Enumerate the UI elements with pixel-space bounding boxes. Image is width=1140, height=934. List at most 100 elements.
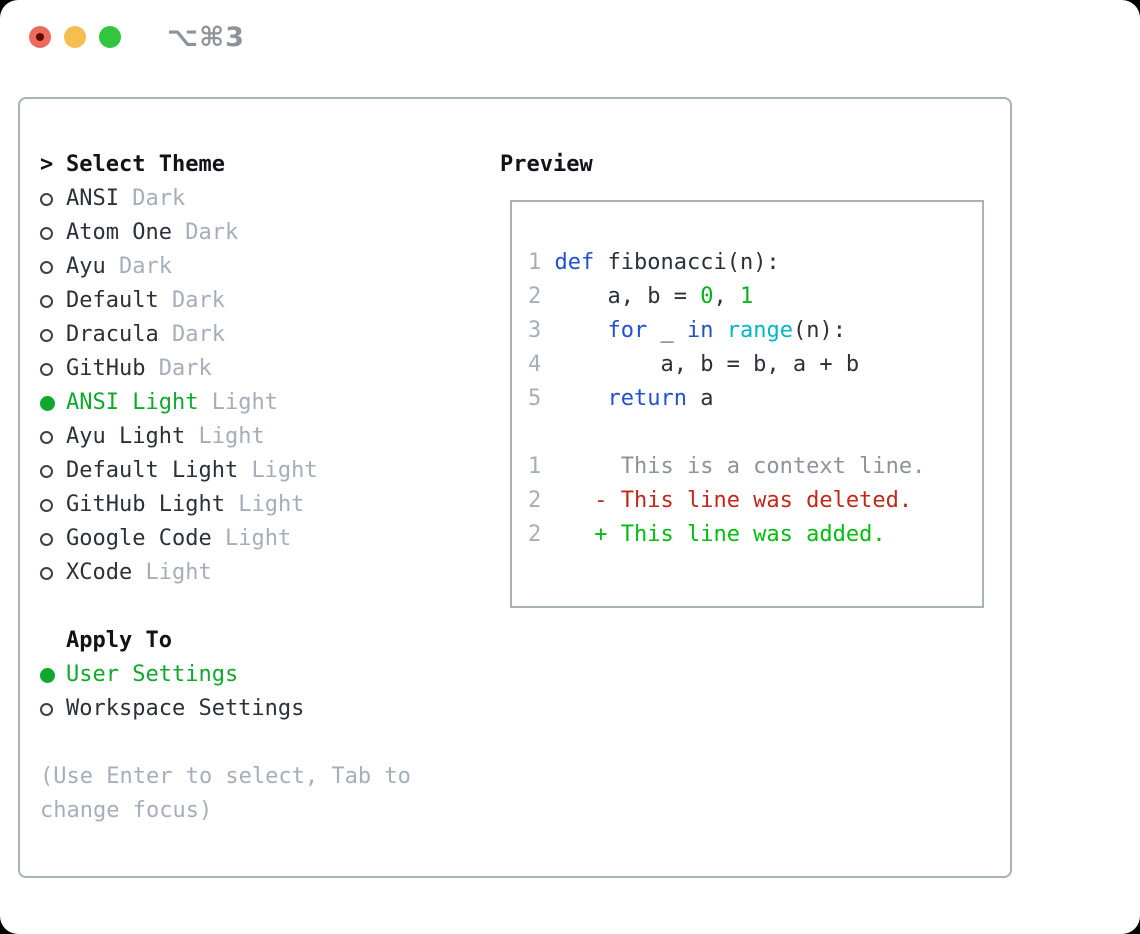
radio-marker [40, 498, 66, 512]
window-titlebar: ⌥⌘3 [0, 0, 1140, 97]
code-token: return [607, 386, 687, 411]
theme-option-atom-one[interactable]: Atom One Dark [40, 216, 411, 250]
variant-tag: Dark [171, 288, 225, 313]
variant-tag: Light [251, 458, 318, 483]
diff-marker: + [594, 522, 621, 547]
diff-sample: 1 This is a context line.2 - This line w… [528, 450, 982, 552]
variant-tag: Dark [185, 220, 239, 245]
zoom-button[interactable] [99, 26, 121, 48]
label-tag-gap [212, 522, 225, 556]
theme-option-label: Ayu [66, 254, 106, 279]
theme-option-ayu[interactable]: Ayu Dark [40, 250, 411, 284]
radio-unselected-icon [40, 532, 53, 546]
theme-option-label: GitHub [66, 356, 146, 381]
radio-marker [40, 294, 66, 308]
code-token: _ [647, 318, 687, 343]
label-tag-gap [145, 352, 158, 386]
preview-title: Preview [500, 152, 593, 177]
theme-option-label: Atom One [66, 220, 172, 245]
theme-option-label: ANSI [66, 186, 119, 211]
theme-option-dracula[interactable]: Dracula Dark [40, 318, 411, 352]
radio-unselected-icon [40, 498, 53, 512]
list-gap [40, 590, 411, 624]
theme-option-label: GitHub Light [66, 492, 225, 517]
line-number: 2 [528, 488, 595, 513]
radio-marker [40, 395, 66, 411]
apply-option-label: User Settings [66, 662, 239, 687]
radio-selected-icon [40, 395, 55, 411]
theme-option-ayu-light[interactable]: Ayu Light Light [40, 420, 411, 454]
code-token: range [726, 318, 793, 343]
theme-option-label: Ayu Light [66, 424, 186, 449]
label-tag-gap [198, 386, 211, 420]
radio-marker [40, 260, 66, 274]
minimize-button[interactable] [64, 26, 86, 48]
code-token: a, b = b, a + b [554, 352, 860, 377]
radio-unselected-icon [40, 464, 53, 478]
label-tag-gap [159, 318, 172, 352]
prompt-caret-icon: > [40, 152, 54, 177]
radio-unselected-icon [40, 362, 53, 376]
radio-marker [40, 667, 66, 683]
line-number: 1 [528, 454, 595, 479]
line-number: 3 [528, 318, 555, 343]
select-theme-header: > Select Theme [40, 148, 411, 182]
code-token [555, 318, 608, 343]
variant-tag: Light [198, 424, 265, 449]
code-token: a [686, 386, 714, 411]
theme-option-google-code[interactable]: Google Code Light [40, 522, 411, 556]
radio-unselected-icon [40, 294, 53, 308]
line-number: 2 [528, 284, 555, 309]
window-shortcut-label: ⌥⌘3 [167, 22, 245, 53]
radio-marker [40, 702, 66, 716]
code-line: 3 for _ in range(n): [528, 314, 982, 348]
code-token: for [607, 318, 648, 343]
list-gap [40, 726, 411, 760]
apply-option-workspace-settings[interactable]: Workspace Settings [40, 692, 411, 726]
label-tag-gap [106, 250, 119, 284]
theme-option-ansi[interactable]: ANSI Dark [40, 182, 411, 216]
radio-marker [40, 226, 66, 240]
theme-option-default[interactable]: Default Dark [40, 284, 411, 318]
radio-marker [40, 566, 66, 580]
close-button[interactable] [29, 26, 51, 48]
radio-unselected-icon [40, 430, 53, 444]
radio-selected-icon [40, 667, 55, 683]
label-tag-gap [238, 454, 251, 488]
variant-tag: Light [211, 390, 278, 415]
label-tag-gap [225, 488, 238, 522]
theme-option-label: Dracula [66, 322, 159, 347]
line-number: 2 [528, 522, 595, 547]
theme-option-label: XCode [66, 560, 133, 585]
apply-option-user-settings[interactable]: User Settings [40, 658, 411, 692]
radio-marker [40, 464, 66, 478]
code-token: in [686, 318, 714, 343]
theme-option-label: Default [66, 288, 159, 313]
code-token: fibonacci(n): [594, 250, 780, 275]
radio-unselected-icon [40, 566, 53, 580]
code-token: a, b = [554, 284, 701, 309]
radio-unselected-icon [40, 192, 53, 206]
theme-option-github[interactable]: GitHub Dark [40, 352, 411, 386]
theme-option-github-light[interactable]: GitHub Light Light [40, 488, 411, 522]
line-number: 4 [528, 352, 555, 377]
code-token: 0 [700, 284, 714, 309]
diff-marker [594, 454, 621, 479]
radio-marker [40, 328, 66, 342]
select-theme-title: Select Theme [66, 152, 225, 177]
code-token [713, 318, 726, 343]
theme-option-xcode[interactable]: XCode Light [40, 556, 411, 590]
apply-option-label: Workspace Settings [66, 696, 305, 721]
theme-option-ansi-light[interactable]: ANSI Light Light [40, 386, 411, 420]
code-line: 2 a, b = 0, 1 [528, 280, 982, 314]
code-line: 5 return a [528, 382, 982, 416]
theme-option-default-light[interactable]: Default Light Light [40, 454, 411, 488]
variant-tag: Dark [119, 254, 172, 279]
variant-tag: Dark [171, 322, 225, 347]
